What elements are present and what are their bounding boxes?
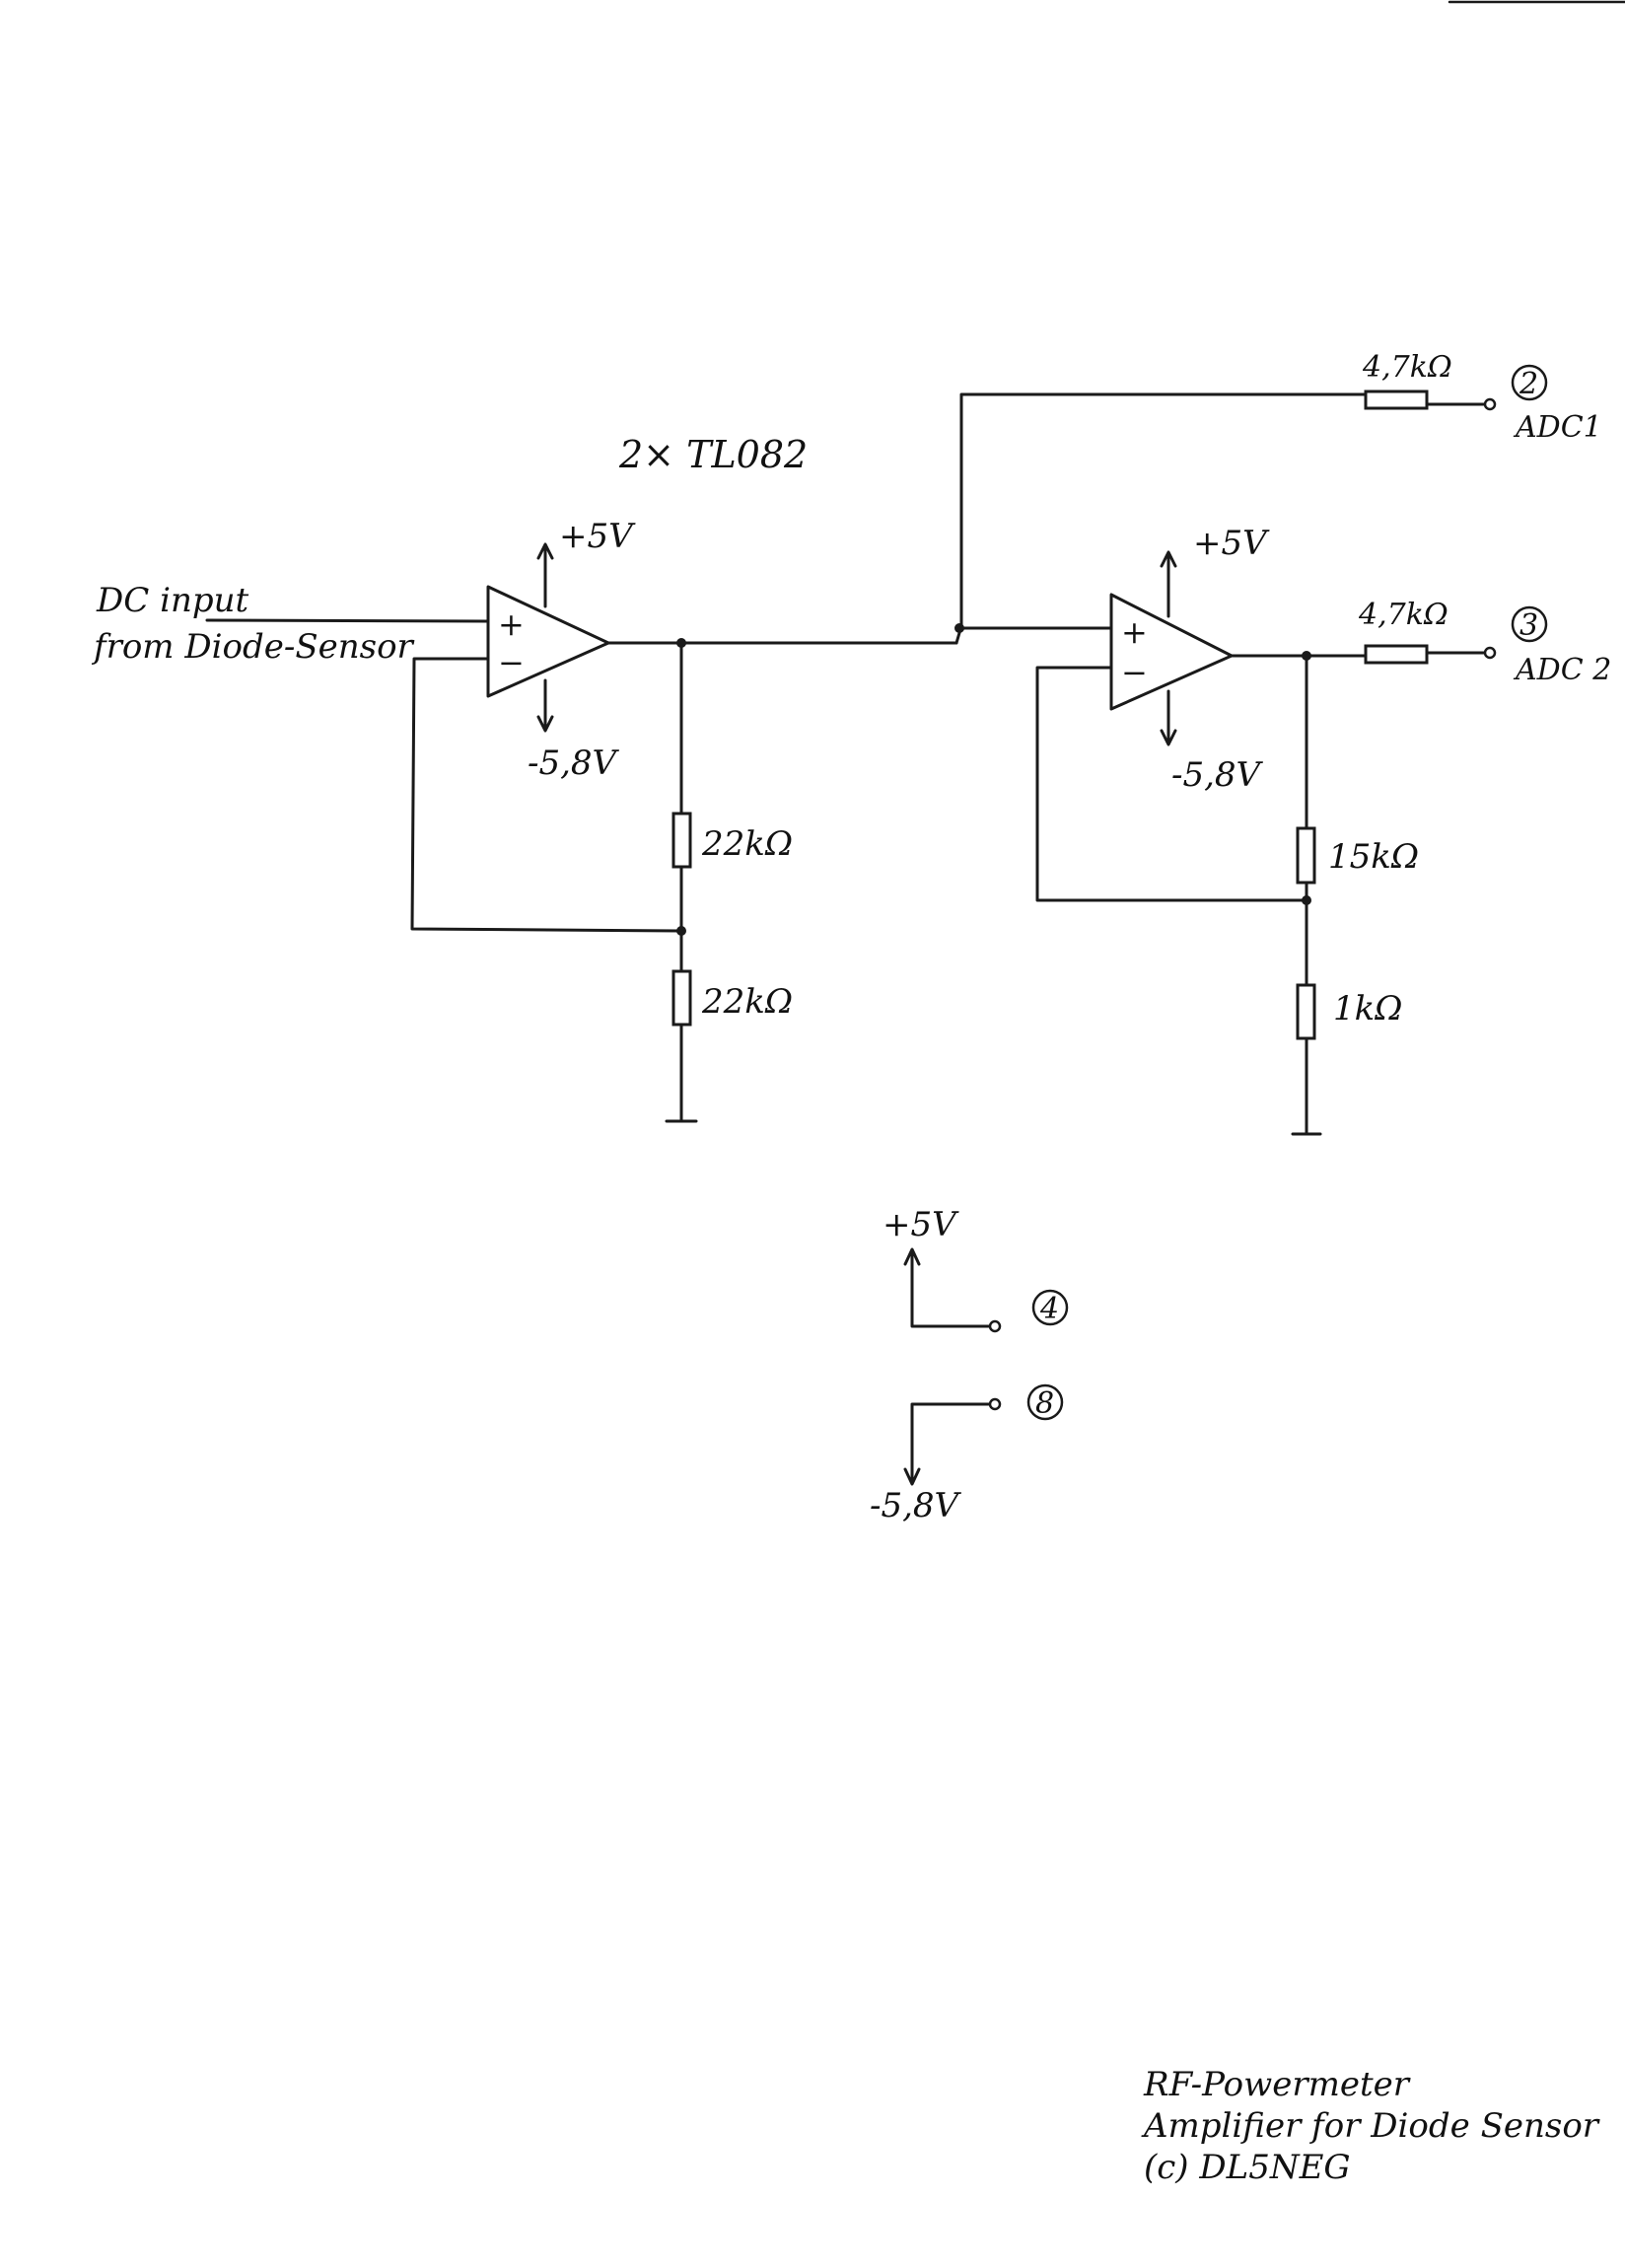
opamp-1-plus: + (498, 605, 525, 643)
opamp-1-vpos-arrow (536, 542, 554, 560)
opamp-2-vneg-arrow (1160, 729, 1177, 746)
ic-label: 2× TL082 (618, 433, 808, 476)
title-line-2: Amplifier for Diode Sensor (1141, 2106, 1600, 2146)
opamp-2-vpos-arrow (1160, 550, 1177, 568)
supply-pos-terminal[interactable] (988, 1319, 1002, 1333)
supply-pos-label: +5V (883, 1205, 959, 1244)
opamp-1-minus: − (498, 644, 525, 681)
input-wire (205, 618, 490, 623)
opamp-1: + − +5V -5,8V (486, 517, 636, 783)
opamp-2-plus: + (1121, 613, 1148, 651)
resistor-adc2 (1364, 644, 1429, 665)
adc2-terminal[interactable] (1483, 646, 1497, 660)
adc1-pin-number: 2 (1519, 367, 1538, 401)
resistor-15k-label: 15kΩ (1328, 837, 1419, 877)
adc2-label: ADC 2 (1513, 653, 1611, 687)
resistor-15k (1296, 826, 1316, 885)
input-label-line1: DC input (96, 581, 249, 620)
adc1-pin-circle (1511, 364, 1548, 401)
supply-pos-pin-circle (1031, 1289, 1069, 1326)
adc2-pin-circle (1511, 605, 1548, 643)
opamp-2-vpos-label: +5V (1193, 524, 1270, 563)
opamp-2-feedback-wire (1035, 666, 1308, 902)
opamp-1-vneg-label: -5,8V (528, 744, 620, 783)
resistor-22k-bottom-label: 22kΩ (701, 982, 793, 1022)
supply-pos-arrow (903, 1247, 921, 1266)
opamp-2-vneg-label: -5,8V (1171, 755, 1264, 795)
resistor-22k-bottom (671, 969, 692, 1027)
opamp-1-vpos-label: +5V (559, 517, 636, 556)
supply-pos-wire (910, 1250, 991, 1328)
resistor-adc2-label: 4,7kΩ (1358, 598, 1448, 632)
opamp-2-minus: − (1121, 654, 1148, 691)
resistor-1k (1296, 983, 1316, 1040)
supply-neg-pin-circle (1026, 1383, 1064, 1421)
supply-neg-arrow (903, 1467, 921, 1486)
adc1-branch-wire (954, 392, 1368, 645)
opamp-1-feedback-wire (410, 657, 682, 933)
resistor-adc1-label: 4,7kΩ (1362, 350, 1452, 385)
opamp-1-vneg-arrow (536, 715, 554, 733)
resistor-1k-label: 1kΩ (1333, 989, 1402, 1028)
supply-neg-wire (910, 1402, 991, 1483)
node-divider-1 (676, 926, 686, 936)
node-divider-2 (1302, 895, 1311, 905)
resistor-22k-top (671, 812, 692, 869)
opamp-2: + − +5V -5,8V (1109, 524, 1270, 795)
title-line-3: (c) DL5NEG (1144, 2148, 1351, 2187)
opamp-1-triangle (486, 585, 610, 698)
input-label-line2: from Diode-Sensor (91, 627, 415, 667)
resistor-22k-top-label: 22kΩ (701, 824, 793, 864)
adc1-label: ADC1 (1513, 410, 1602, 445)
resistor-adc1 (1364, 390, 1429, 410)
supply-neg-terminal[interactable] (988, 1397, 1002, 1411)
opamp-2-triangle (1109, 593, 1234, 711)
title-line-1: RF-Powermeter (1143, 2065, 1411, 2104)
supply-neg-label: -5,8V (870, 1486, 962, 1525)
adc1-terminal[interactable] (1483, 397, 1497, 411)
supply-pos-pin-number: 4 (1039, 1292, 1059, 1326)
supply-neg-pin-number: 8 (1035, 1386, 1054, 1421)
adc2-pin-number: 3 (1519, 608, 1538, 643)
